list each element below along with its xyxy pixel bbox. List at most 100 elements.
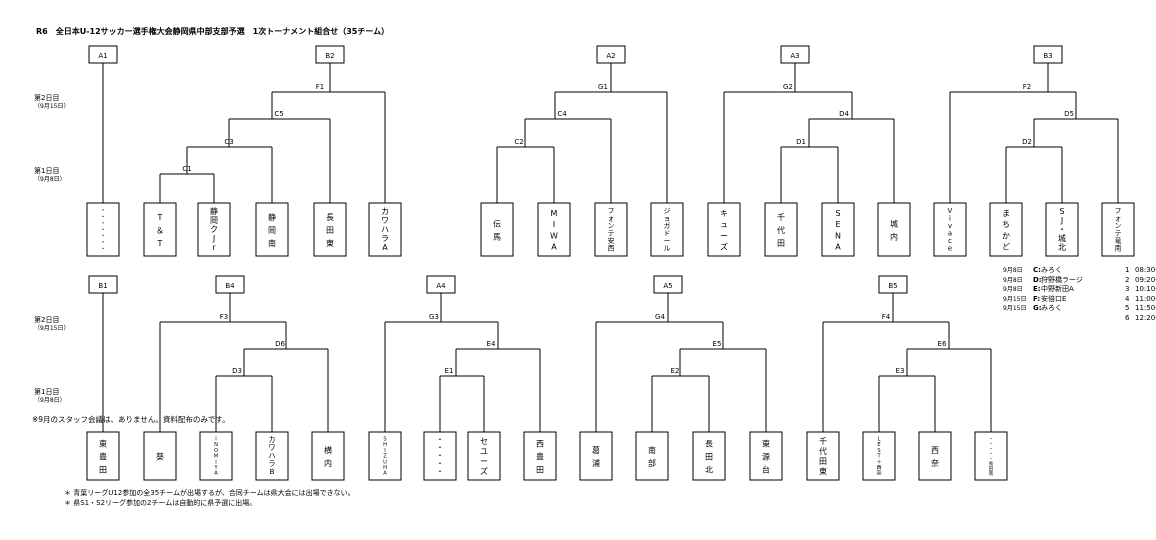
team-box [821, 202, 855, 257]
day1-date-top: （9月8日） [34, 176, 66, 183]
match-label: E2 [671, 367, 680, 375]
team-name: 千代田 [777, 212, 785, 248]
match-label: C5 [274, 110, 283, 118]
slot-label: A5 [663, 282, 672, 290]
team-name: 城内 [890, 220, 898, 242]
schedule-date: 9月8日 [1003, 267, 1023, 274]
slot-label: A3 [790, 52, 799, 60]
team-box [143, 202, 177, 257]
schedule-venue: 狩野橋ラージ [1041, 275, 1083, 284]
day2-label-top: 第2日目 [34, 93, 59, 102]
team-name: 西豊田 [536, 440, 544, 475]
team-box [523, 431, 557, 481]
team-box [86, 431, 120, 481]
team-box [635, 431, 669, 481]
team-box [933, 202, 967, 257]
match-label: E5 [713, 340, 722, 348]
schedule-venue: みろく [1041, 304, 1062, 312]
schedule-date: 9月15日 [1003, 305, 1027, 312]
team-box [480, 202, 514, 257]
schedule-venue: 中野新田A [1041, 285, 1074, 293]
team-box [579, 431, 613, 481]
schedule-code: F: [1033, 294, 1041, 303]
match-label: F3 [220, 313, 228, 321]
match-label: D1 [796, 138, 806, 146]
schedule-code: E: [1033, 285, 1041, 293]
team-name: フォンテ安西 [608, 207, 615, 253]
schedule-slot: 2 [1125, 275, 1130, 284]
team-box [86, 202, 120, 257]
schedule-slot: 6 [1125, 313, 1130, 322]
day1-label-bottom: 第1日目 [34, 387, 59, 396]
day1-date-bottom: （9月8日） [34, 397, 66, 404]
match-label: F2 [1023, 83, 1031, 91]
schedule-slot: 3 [1125, 285, 1130, 293]
team-name: 葛浦 [592, 445, 600, 468]
team-box [368, 202, 402, 257]
team-name: 横内 [324, 445, 332, 468]
schedule-venue: 安倍口E [1041, 294, 1067, 303]
team-name: フォンテ竜南 [1115, 207, 1122, 253]
team-box [311, 431, 345, 481]
team-box [255, 202, 289, 257]
team-box [255, 431, 289, 481]
team-name: 長田北 [705, 440, 713, 475]
team-box [143, 431, 177, 481]
footnote: ＊ 県S1・S2リーグ参加の2チームは自動的に県予選に出場。 [64, 499, 257, 507]
slot-label: B3 [1043, 52, 1052, 60]
match-label: F4 [882, 313, 891, 321]
team-name: 西奈 [931, 446, 939, 468]
day2-date-top: （9月15日） [34, 103, 69, 110]
schedule-time: 10:10〜 [1135, 285, 1156, 293]
schedule-time: 11:50〜 [1135, 304, 1156, 312]
match-label: D5 [1064, 110, 1074, 118]
page-title: R6 全日本U-12サッカー選手権大会静岡県中部支部予選 1次トーナメント組合せ… [36, 27, 390, 36]
match-label: D6 [275, 340, 285, 348]
match-label: G2 [783, 83, 793, 91]
schedule-slot: 4 [1125, 294, 1130, 303]
team-name: ジョガドール [664, 207, 671, 253]
match-label: D2 [1022, 138, 1032, 146]
schedule-code: G: [1033, 304, 1042, 312]
team-name: 東源台 [762, 439, 770, 475]
day2-date-bottom: （9月15日） [34, 325, 69, 332]
match-label: E4 [487, 340, 496, 348]
footnotes: ＊ 青葉リーグU12参加の全35チームが出場するが、合同チームは県大会には出場で… [64, 488, 355, 508]
schedule-row: 612:20〜 [1003, 314, 1156, 324]
slot-label: A2 [606, 52, 615, 60]
slot-label: B4 [225, 282, 235, 290]
team-box [1045, 202, 1079, 257]
team-box [862, 431, 896, 481]
team-box [537, 202, 571, 257]
team-box [1101, 202, 1135, 257]
match-label: C4 [557, 110, 567, 118]
team-name: 東豊田 [99, 439, 107, 475]
match-label: G4 [655, 313, 665, 321]
slot-label: B2 [325, 52, 334, 60]
team-name: セユーズ [480, 437, 488, 476]
team-name: 千代田東 [819, 436, 827, 476]
team-name: ・・・・・ [436, 435, 443, 476]
match-label: D3 [232, 367, 242, 375]
schedule-slot: 1 [1125, 266, 1130, 274]
match-label: E3 [896, 367, 905, 375]
schedule-time: 11:00〜 [1135, 294, 1156, 303]
team-name: キューズ [720, 209, 728, 252]
schedule-venue: みろく [1041, 266, 1062, 274]
day1-label-top: 第1日目 [34, 166, 59, 175]
